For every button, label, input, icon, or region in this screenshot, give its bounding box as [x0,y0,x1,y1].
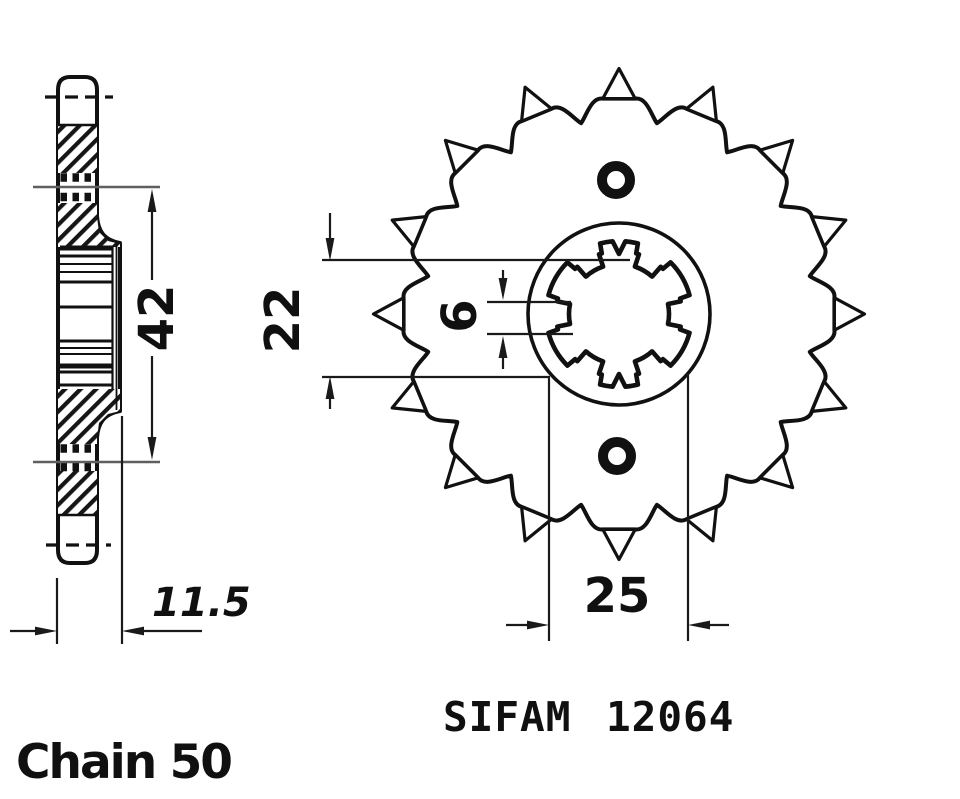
bolt-hole-bottom [598,437,636,475]
dim-42-arrow-up [147,189,157,212]
tooth-tip-chamfers [371,66,867,562]
dim-6-arrow-up [498,336,508,358]
hub-circle [526,221,712,407]
dim-25-text: 25 [584,568,651,624]
dim-42-arrow-down [147,437,157,460]
dim-22-arrow-up [325,376,335,399]
chain-size-label: Chain 50 [16,735,231,790]
side-section-view [45,75,122,565]
bolt-hole-top [597,161,635,199]
labels: SIFAM 12064 Chain 50 [16,693,734,790]
spline-bore [546,239,692,389]
hatch-band [58,471,97,516]
front-sprocket-view [371,66,867,562]
dim-22-text: 22 [255,287,311,354]
dim-11-5-text: 11.5 [152,580,251,626]
dim-6-text: 6 [432,299,488,332]
brand-label: SIFAM [443,693,571,741]
dim-6-arrow-down [498,278,508,300]
hatch-band [58,389,120,444]
dim-22-arrow-down [325,238,335,261]
dimension-annotations: 42 22 6 25 11.5 [10,185,729,644]
dim-25-arrow-left [688,620,710,630]
hatch-band [58,126,97,173]
part-number-label: 12064 [606,693,734,741]
dim-11-5-arrow-right [35,626,57,636]
hatch-band [58,203,120,247]
dim-11-5-arrow-left [122,626,144,636]
dim-25-arrow-right [527,620,549,630]
dim-42-text: 42 [129,285,185,352]
